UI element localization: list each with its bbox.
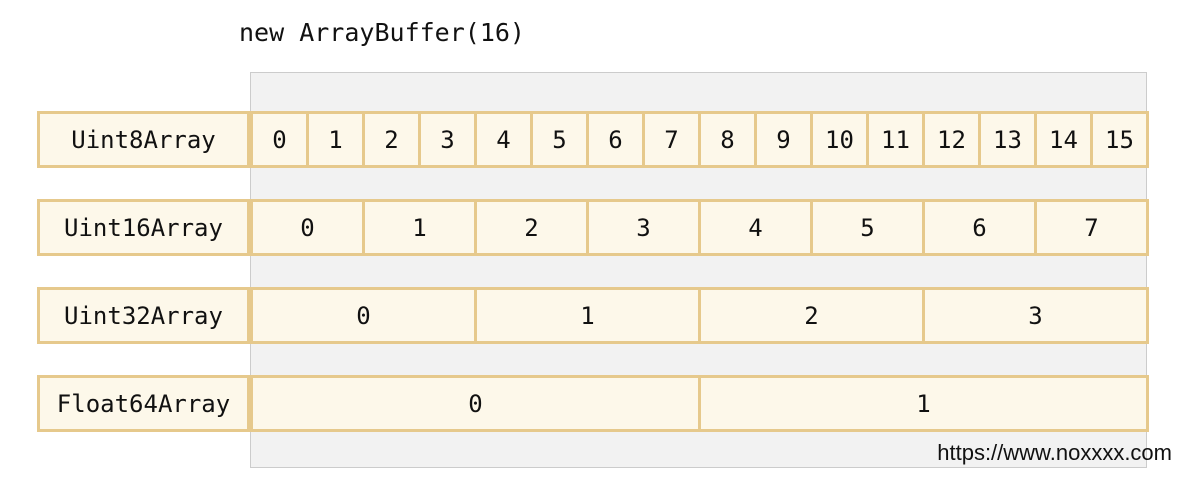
row-label: Uint8Array (37, 111, 250, 168)
byte-cell: 2 (477, 202, 589, 253)
byte-cell: 8 (701, 114, 757, 165)
byte-cell: 4 (701, 202, 813, 253)
byte-cell: 10 (813, 114, 869, 165)
byte-cell: 2 (365, 114, 421, 165)
byte-cell: 0 (253, 290, 477, 341)
byte-cell: 1 (365, 202, 477, 253)
byte-cell: 12 (925, 114, 981, 165)
row-label: Float64Array (37, 375, 250, 432)
byte-cell: 2 (701, 290, 925, 341)
byte-cell: 4 (477, 114, 533, 165)
diagram-title: new ArrayBuffer(16) (239, 18, 525, 47)
byte-cell: 13 (981, 114, 1037, 165)
byte-cell: 6 (925, 202, 1037, 253)
byte-cell: 1 (916, 389, 931, 418)
byte-cell: 3 (1028, 301, 1043, 330)
byte-cell: 7 (645, 114, 701, 165)
byte-cell: 6 (589, 114, 645, 165)
byte-cell: 9 (757, 114, 813, 165)
byte-cell: 5 (813, 202, 925, 253)
source-url: https://www.noxxxx.com (937, 440, 1172, 465)
byte-cell: 0 (253, 378, 701, 429)
byte-cell: 7 (1084, 213, 1099, 242)
byte-cell: 14 (1037, 114, 1093, 165)
row-label: Uint16Array (37, 199, 250, 256)
byte-cell: 1 (477, 290, 701, 341)
byte-cell: 0 (253, 114, 309, 165)
byte-cell: 0 (253, 202, 365, 253)
byte-cell: 11 (869, 114, 925, 165)
byte-cell: 5 (533, 114, 589, 165)
row-label: Uint32Array (37, 287, 250, 344)
byte-cell: 1 (309, 114, 365, 165)
byte-cell: 3 (589, 202, 701, 253)
byte-cell: 15 (1105, 125, 1134, 154)
byte-cell: 3 (421, 114, 477, 165)
